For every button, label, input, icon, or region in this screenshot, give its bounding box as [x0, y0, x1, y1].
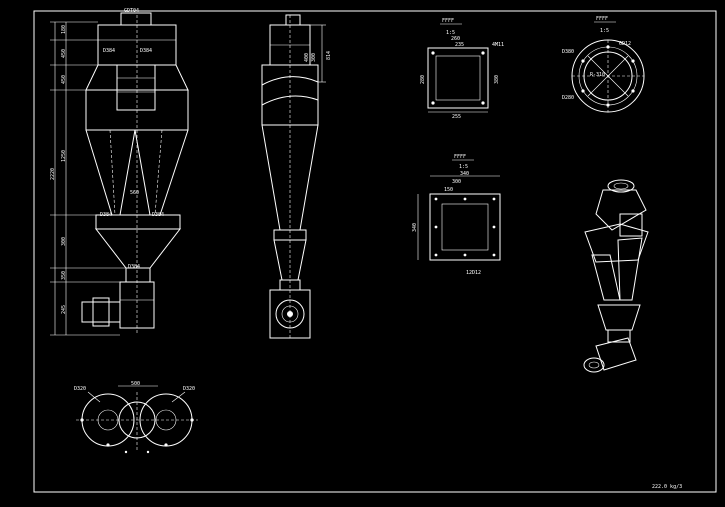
- plan2-label-bottom: D280: [562, 95, 574, 101]
- square-flange-plan: FFFF 1:5 260 235 4M11 255 280 380: [420, 18, 504, 120]
- plan2-label-right: 6D12: [619, 41, 631, 47]
- bottom-right-label: D320: [183, 386, 195, 392]
- dim-h-6: 245: [61, 305, 67, 314]
- bottom-center-dim: 500: [131, 381, 140, 387]
- plan2-label-left: D380: [562, 49, 574, 55]
- plan1-hole-label: 4M11: [492, 42, 504, 48]
- bottom-flange-plan: FFFF 1:5 340 300 150 340 12D12: [412, 154, 501, 276]
- plan3-dim-inner-small: 150: [444, 187, 453, 193]
- plan1-title: FFFF: [442, 18, 454, 24]
- dim-h-0: 180: [61, 25, 67, 34]
- plan3-dim-inner-top: 300: [452, 179, 461, 185]
- callout-4: D384: [128, 264, 140, 270]
- bottom-view: 500 D320 D320: [74, 381, 198, 454]
- plan1-dim-left: 280: [420, 75, 426, 84]
- dim-h-1: 450: [61, 49, 67, 58]
- callout-0: D384: [103, 48, 115, 54]
- bottom-left-label: D320: [74, 386, 86, 392]
- dim-h-3: 1250: [61, 150, 67, 162]
- front-top-label: GDT04: [124, 8, 139, 14]
- plan2-label-center: R-310: [590, 72, 605, 78]
- isometric-view: [583, 179, 649, 373]
- callout-1: D384: [140, 48, 152, 54]
- side-dim-0: 400: [304, 53, 310, 62]
- drawing-frame: [33, 10, 717, 493]
- plan3-scale: 1:5: [459, 164, 468, 170]
- plan3-hole-label: 12D12: [466, 270, 481, 276]
- footer-note: 222.0 kg/3: [652, 484, 682, 490]
- callout-3: D384: [152, 212, 164, 218]
- front-view: GDT04: [50, 8, 189, 336]
- dim-h-2: 450: [61, 75, 67, 84]
- dim-overall: 2220: [50, 168, 56, 180]
- plan3-dim-top: 340: [460, 171, 469, 177]
- callout-2: D384: [100, 212, 112, 218]
- plan2-scale: 1:5: [600, 28, 609, 34]
- plan3-title: FFFF: [454, 154, 466, 160]
- plan1-scale: 1:5: [446, 30, 455, 36]
- side-dim-1: 300: [311, 53, 317, 62]
- plan2-title: FFFF: [596, 16, 608, 22]
- side-dim-2: 814: [326, 51, 332, 60]
- plan1-dim-bottom: 255: [452, 114, 461, 120]
- center-dim: 560: [130, 190, 139, 196]
- plan1-dim-right: 380: [494, 75, 500, 84]
- dim-h-4: 300: [61, 237, 67, 246]
- plan1-dim-top-1: 235: [455, 42, 464, 48]
- dim-h-5: 350: [61, 271, 67, 280]
- side-view: 400 300 814: [261, 14, 332, 340]
- circle-flange-plan: FFFF 1:5 D380 6D12 R-310 D280: [562, 16, 645, 113]
- plan3-dim-left: 340: [412, 223, 418, 232]
- plan1-dim-top-0: 260: [451, 36, 460, 42]
